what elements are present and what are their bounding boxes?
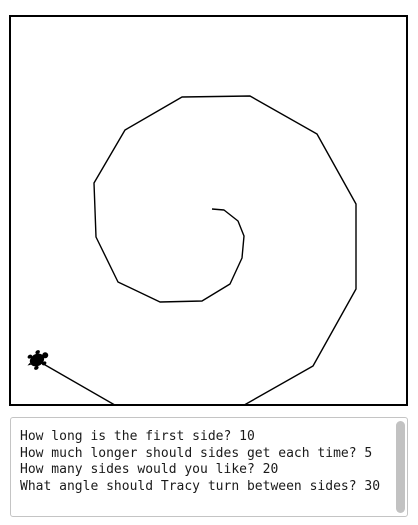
- console-answer: 5: [364, 445, 373, 461]
- console-lines: How long is the first side? 10 How much …: [20, 429, 387, 495]
- console-prompt: What angle should Tracy turn between sid…: [20, 478, 357, 494]
- console-answer: 20: [262, 462, 279, 477]
- console-line: What angle should Tracy turn between sid…: [20, 479, 387, 496]
- spiral-path: [93, 95, 357, 404]
- console-prompt: How many sides would you like?: [20, 462, 255, 477]
- console-output[interactable]: How long is the first side? 10 How much …: [10, 417, 408, 517]
- spiral-tail-path: [39, 361, 115, 404]
- console-line: How much longer should sides get each ti…: [20, 446, 387, 463]
- console-answer: 10: [239, 429, 255, 444]
- console-prompt: How long is the first side?: [20, 429, 232, 444]
- console-answer: 30: [364, 478, 381, 494]
- turtle-canvas: [9, 15, 408, 406]
- console-prompt: How much longer should sides get each ti…: [20, 445, 357, 461]
- console-scrollbar[interactable]: [396, 421, 405, 513]
- turtle-drawing: [27, 95, 357, 404]
- console-line: How long is the first side? 10: [20, 429, 387, 446]
- turtle-icon: [27, 350, 49, 370]
- console-line: How many sides would you like? 20: [20, 462, 387, 479]
